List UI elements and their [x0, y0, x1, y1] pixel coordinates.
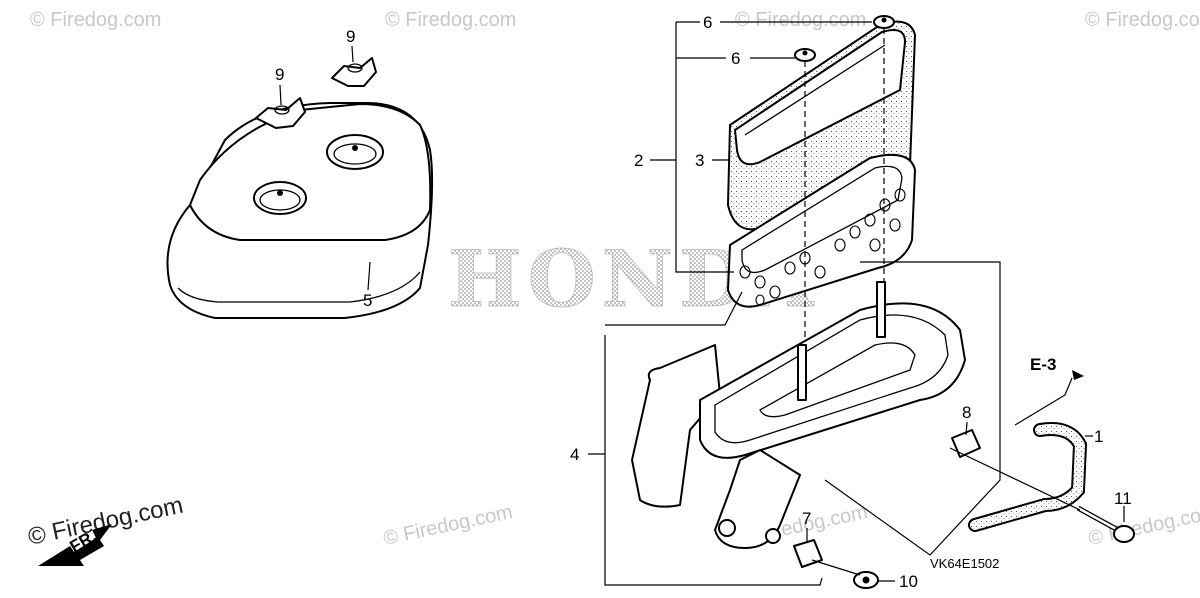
air-cleaner-cover — [166, 102, 434, 319]
watermark-top-right: © Firedog.com — [735, 9, 866, 31]
breather-tube — [968, 422, 1088, 532]
paper-filter-element — [727, 154, 916, 308]
callout-2: 2 — [634, 151, 643, 170]
nut — [853, 571, 879, 589]
callout-7: 7 — [802, 509, 811, 528]
watermark-top-center: © Firedog.com — [385, 9, 516, 31]
air-cleaner-case — [631, 281, 966, 549]
watermark-top-far-right: © Firedog.com — [1085, 9, 1200, 31]
reference-label: E-3 — [1030, 355, 1056, 374]
callout-10: 10 — [899, 572, 918, 591]
callout-5: 5 — [363, 291, 372, 310]
callout-9-left: 9 — [275, 65, 284, 84]
grommet-upper — [873, 15, 895, 29]
grommet-lower — [794, 48, 816, 62]
callout-11: 11 — [1114, 489, 1132, 508]
callout-6-upper: 6 — [703, 13, 712, 32]
collar — [951, 429, 981, 458]
callout-8: 8 — [962, 403, 971, 422]
callout-9-right: 9 — [346, 27, 355, 46]
watermark-bottom-far-right: © Firedog.com — [1086, 501, 1200, 550]
callout-1: 1 — [1094, 427, 1103, 446]
callout-6-lower: 6 — [731, 49, 740, 68]
wing-nut-left — [255, 97, 306, 129]
callout-4: 4 — [570, 445, 579, 464]
watermark-bottom-left: © Firedog.com — [26, 492, 186, 551]
drawing-code: VK64E1502 — [930, 556, 999, 571]
watermark-top-left: © Firedog.com — [30, 9, 161, 31]
flange-bolt — [1076, 505, 1135, 543]
collar-lower — [793, 539, 823, 568]
watermark-bottom-center: © Firedog.com — [381, 501, 514, 550]
callout-3: 3 — [695, 151, 704, 170]
wing-nut-right — [331, 57, 377, 87]
